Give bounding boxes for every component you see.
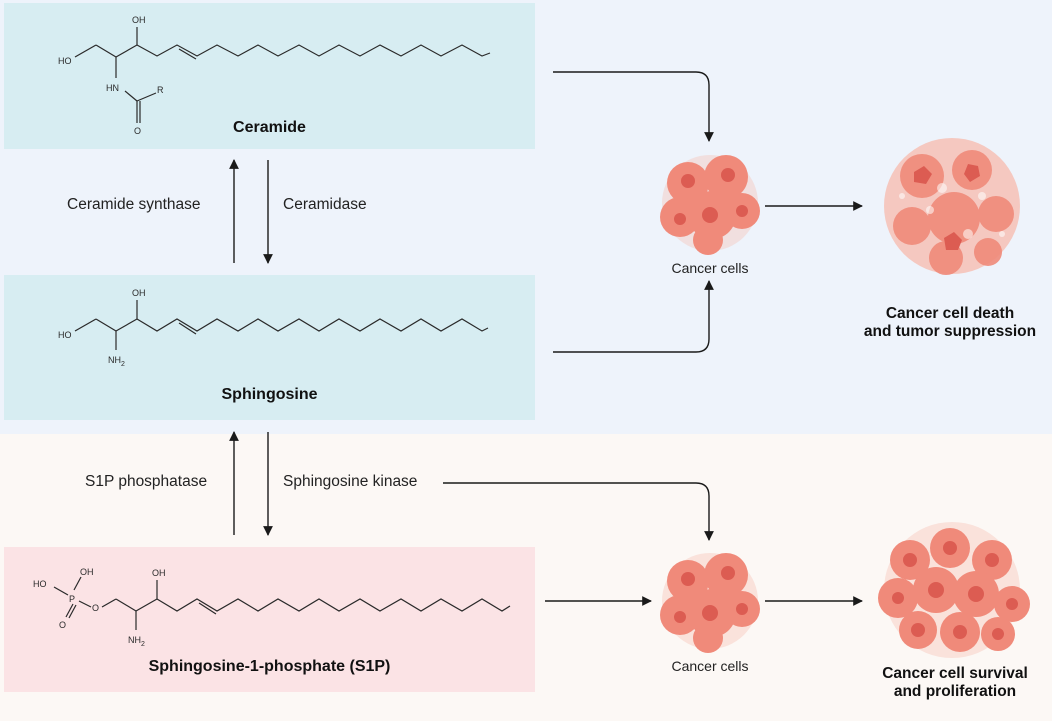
cancer-cells-top-label: Cancer cells [671,260,749,276]
death-outcome-label: Cancer cell death and tumor suppression [848,305,1052,341]
atom-oh: OH [152,568,166,578]
ceramide-to-cells-arrow [553,71,714,142]
proliferating-tumor-icon [878,522,1030,658]
atom-ho-phosphate: HO [33,579,47,589]
atom-hn: HN [106,83,119,93]
dying-tumor-icon [884,138,1020,275]
ceramidase-label: Ceramidase [283,196,367,213]
cancer-cells-top-icon [660,155,760,255]
atom-o-double: O [59,620,66,630]
s1p-label: Sphingosine-1-phosphate (S1P) [148,658,391,675]
atom-o: O [134,126,141,136]
ceramide-structure: OH HO HN R O [58,15,491,136]
survival-outcome-label: Cancer cell survival and proliferation [860,665,1050,701]
atom-nh2: NH2 [128,635,145,648]
sphingosine-to-cells-arrow [553,280,714,353]
ceramide-label: Ceramide [233,119,306,136]
cancer-cells-bottom-label: Cancer cells [671,658,749,674]
sphingosine-kinase-label: Sphingosine kinase [283,473,418,490]
s1p-box: OH HO P O O OH NH2 Sphingosine-1-phospha… [4,547,535,692]
survival-outcome-line-1: Cancer cell survival [882,665,1028,682]
atom-oh: OH [132,288,146,298]
atom-ho: HO [58,56,72,66]
s1p-structure: OH HO P O O OH NH2 [33,567,511,648]
atom-nh2: NH2 [108,355,125,368]
atom-r: R [157,85,164,95]
atom-p: P [69,594,75,604]
sphingosine-box: OH HO NH2 Sphingosine [4,275,535,420]
kinase-to-cells-arrow [443,482,714,541]
sphingosine-structure: OH HO NH2 [58,288,489,368]
death-outcome-line-2: and tumor suppression [863,323,1037,340]
ceramide-synthase-label: Ceramide synthase [67,196,201,213]
survival-outcome-line-2: and proliferation [893,683,1017,700]
sphingosine-label: Sphingosine [221,386,318,403]
atom-ho: HO [58,330,72,340]
atom-oh: OH [132,15,146,25]
death-outcome-line-1: Cancer cell death [885,305,1015,322]
atom-o-link: O [92,603,99,613]
ceramide-box: OH HO HN R O Ceramide [4,3,535,149]
atom-oh-phosphate: OH [80,567,94,577]
s1p-phosphatase-label: S1P phosphatase [85,473,208,490]
cancer-cells-bottom-icon [660,553,760,653]
